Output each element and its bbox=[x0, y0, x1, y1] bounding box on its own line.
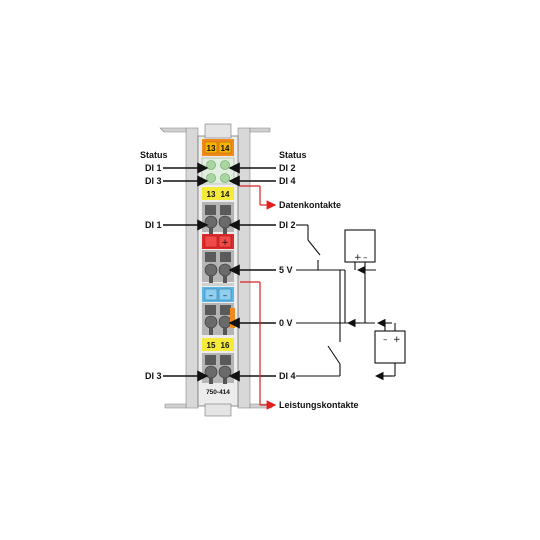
top-led-label-13: 13 bbox=[207, 144, 216, 153]
terminal-pair-4 bbox=[202, 353, 234, 384]
blue-minus-right: – bbox=[223, 291, 228, 301]
di4-right-lower-label: DI 4 bbox=[279, 371, 296, 381]
svg-text:+: + bbox=[221, 238, 229, 248]
right-rail bbox=[237, 127, 251, 409]
di2-right-label: DI 2 bbox=[279, 163, 296, 173]
di4-right-label: DI 4 bbox=[279, 176, 296, 186]
model-number: 750-414 bbox=[206, 389, 230, 396]
di3-left-lower-label: DI 3 bbox=[145, 371, 162, 381]
left-rail bbox=[185, 127, 199, 409]
bottom-label-block bbox=[202, 338, 234, 351]
status-led-di3 bbox=[206, 173, 216, 183]
battery-top-minus: – bbox=[363, 253, 368, 263]
blue-minus-left: – bbox=[209, 291, 214, 301]
di3-left-label: DI 3 bbox=[145, 176, 162, 186]
datenkontakte-indicator bbox=[240, 185, 277, 210]
field-circuit bbox=[296, 224, 406, 377]
leistungskontakte-indicator bbox=[240, 281, 277, 410]
battery-top-plus: + bbox=[354, 253, 362, 263]
leistungskontakte-label: Leistungskontakte bbox=[279, 400, 359, 410]
terminal-pair-3 bbox=[202, 303, 235, 335]
5v-label: 5 V bbox=[279, 265, 293, 275]
status-right-label: Status bbox=[279, 150, 307, 160]
bottom-label-16: 16 bbox=[221, 341, 230, 350]
status-left-label: Status bbox=[140, 150, 168, 160]
terminal-pair-2 bbox=[202, 250, 234, 283]
datenkontakte-label: Datenkontakte bbox=[279, 200, 341, 210]
battery-bottom-minus: – bbox=[383, 335, 388, 345]
mid-label-block bbox=[202, 187, 234, 200]
di1-left-label: DI 1 bbox=[145, 163, 162, 173]
di1-left-lower-label: DI 1 bbox=[145, 220, 162, 230]
io-module: 13 14 13 14 + bbox=[159, 123, 273, 417]
battery-bottom-plus: + bbox=[393, 335, 401, 345]
status-led-di1 bbox=[206, 160, 216, 170]
mid-label-14: 14 bbox=[221, 190, 230, 199]
bottom-label-15: 15 bbox=[207, 341, 216, 350]
di2-right-lower-label: DI 2 bbox=[279, 220, 296, 230]
terminal-pair-1 bbox=[202, 202, 234, 236]
mid-label-13: 13 bbox=[207, 190, 216, 199]
status-led-di2 bbox=[220, 160, 230, 170]
status-led-di4 bbox=[220, 173, 230, 183]
top-led-label-14: 14 bbox=[221, 144, 230, 153]
0v-label: 0 V bbox=[279, 318, 293, 328]
